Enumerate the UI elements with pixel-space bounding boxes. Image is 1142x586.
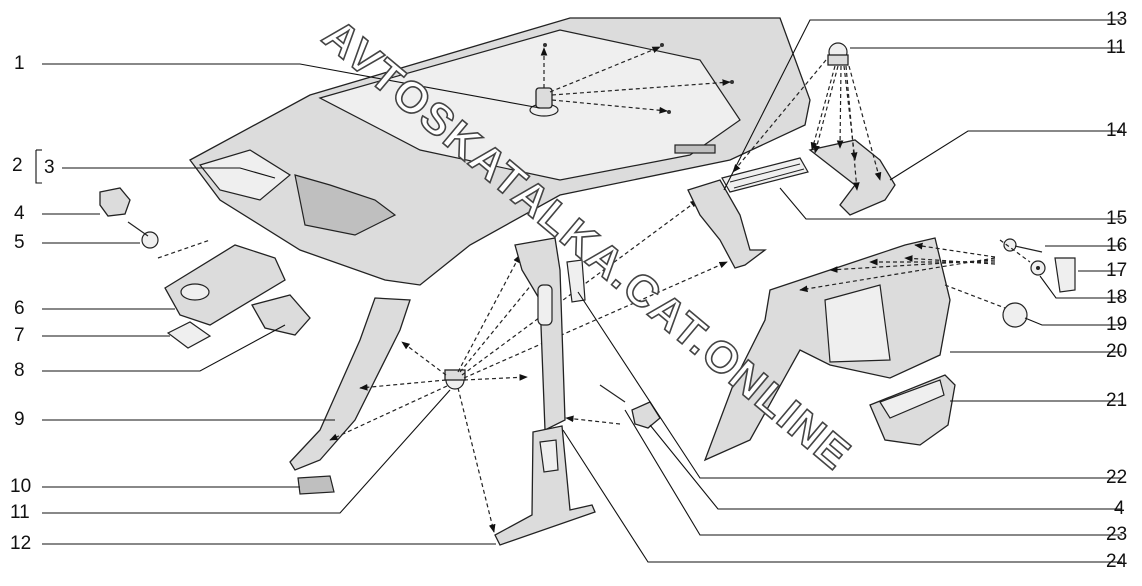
washer: [1030, 260, 1046, 276]
callout-22: 22: [1106, 467, 1128, 488]
callout-17: 17: [1106, 260, 1128, 281]
callout-9: 9: [14, 409, 25, 430]
storage-tray: [869, 374, 956, 446]
callout-5: 5: [14, 232, 25, 253]
screw: [127, 221, 159, 249]
b-pillar-lower-trim: [494, 425, 596, 546]
vent-grille: [721, 157, 809, 193]
console-cover: [251, 294, 311, 336]
callout-20: 20: [1106, 341, 1128, 362]
callout-13: 13: [1106, 9, 1128, 30]
callout-11-right: 11: [1106, 37, 1126, 58]
callout-18: 18: [1106, 287, 1128, 308]
callout-14: 14: [1106, 120, 1128, 141]
callout-19: 19: [1106, 314, 1128, 335]
console-lens: [166, 321, 212, 349]
callout-8: 8: [14, 360, 25, 381]
callout-6: 6: [14, 298, 25, 319]
callout-21: 21: [1106, 390, 1128, 411]
callout-4-right: 4: [1114, 498, 1125, 519]
luggage-side-trim: [703, 237, 951, 462]
callout-7: 7: [14, 325, 25, 346]
callout-23: 23: [1106, 524, 1128, 545]
callout-11-left: 11: [10, 502, 30, 523]
callout-3: 3: [44, 157, 55, 178]
callout-12: 12: [10, 533, 32, 554]
bolt: [1003, 238, 1043, 253]
callout-16: 16: [1106, 235, 1128, 256]
rear-quarter-upper-trim: [808, 139, 896, 216]
lower-clip: [631, 401, 661, 429]
lower-screw: [599, 384, 626, 403]
callout-2: 2: [12, 155, 23, 176]
c-pillar-trim: [687, 179, 767, 269]
roof-console: [164, 244, 286, 326]
trim-clip-right: [827, 42, 849, 66]
sun-visor-clip: [99, 187, 131, 217]
callout-24: 24: [1106, 551, 1128, 572]
clip-nut: [1054, 257, 1076, 293]
b-pillar-upper-trim: [514, 237, 566, 432]
headliner: [189, 17, 811, 286]
leader-lines: [35, 19, 1122, 563]
callout-10: 10: [10, 476, 32, 497]
callout-15: 15: [1106, 208, 1128, 229]
callout-4: 4: [14, 203, 25, 224]
pad: [297, 475, 335, 495]
trim-clip-left: [444, 369, 466, 390]
callout-1: 1: [14, 53, 25, 74]
a-pillar-trim: [289, 297, 411, 471]
plug-cap: [1002, 302, 1028, 328]
